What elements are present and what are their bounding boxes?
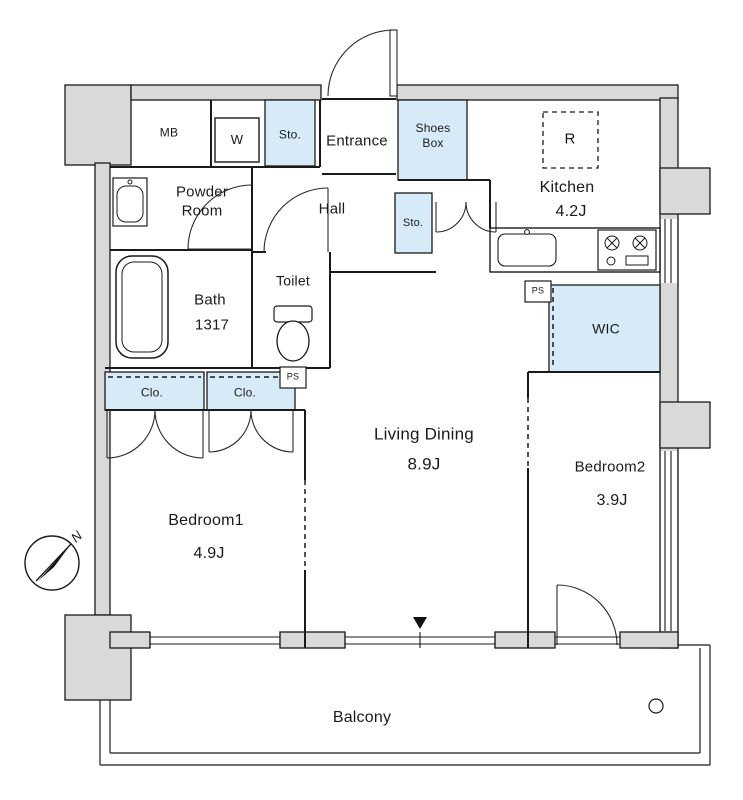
side-windows: [661, 219, 677, 631]
label-bath: Bath: [194, 291, 226, 309]
closet2-doors: [208, 409, 294, 453]
label-storage-hall: Sto.: [402, 217, 424, 230]
windows-layer: [149, 632, 620, 648]
label-closet1: Clo.: [140, 385, 164, 400]
label-storage-top: Sto.: [278, 127, 302, 142]
stove: [597, 229, 657, 271]
closet1-doors: [106, 409, 204, 459]
kitchen-counter: [489, 227, 661, 273]
label-hall: Hall: [318, 200, 346, 218]
label-bedroom2-size: 3.9J: [596, 492, 628, 509]
label-bath-size: 1317: [194, 316, 230, 334]
interior-walls: [105, 98, 660, 648]
label-washer: W: [230, 131, 244, 147]
label-toilet: Toilet: [276, 272, 310, 289]
bedroom2-balcony-door: [556, 584, 618, 646]
balcony-drain: [648, 698, 664, 714]
ps-box-kitchen: [524, 280, 552, 303]
dashed-doors: [108, 111, 599, 570]
powder-room-door: [187, 184, 253, 250]
washer-pan: [214, 117, 260, 163]
label-bedroom1-size: 4.9J: [193, 545, 225, 562]
label-living-dining: Living Dining: [374, 424, 474, 444]
doors-layer: [106, 29, 618, 646]
label-bedroom1: Bedroom1: [168, 512, 244, 529]
ps-box-hall: [279, 366, 307, 389]
label-kitchen: Kitchen: [539, 179, 595, 196]
label-balcony: Balcony: [332, 709, 392, 726]
label-ps-hall: PS: [286, 371, 300, 382]
kitchen-double-doors: [435, 201, 497, 233]
toilet-door: [263, 187, 329, 253]
kitchen-sink: [497, 233, 557, 267]
toilet-fixture: [273, 305, 313, 362]
compass-needle: [38, 544, 71, 581]
balcony-layer: [99, 644, 711, 766]
label-mb: MB: [159, 125, 179, 140]
bathtub: [115, 255, 169, 359]
label-living-size: 8.9J: [407, 454, 441, 474]
balcony-access-marker: [413, 617, 427, 629]
label-shoes-box: Shoes Box: [415, 121, 451, 150]
label-ps-kitchen: PS: [531, 285, 545, 296]
refrigerator-space: [542, 111, 599, 169]
label-wic: WIC: [592, 320, 620, 337]
label-entrance: Entrance: [326, 132, 388, 150]
label-powder-room: Powder Room: [175, 183, 229, 219]
label-bedroom2: Bedroom2: [574, 458, 646, 476]
label-kitchen-size: 4.2J: [555, 203, 587, 220]
compass: [24, 535, 80, 591]
fixtures-layer: [112, 117, 661, 389]
entrance-door: [327, 29, 398, 97]
label-closet2: Clo.: [233, 385, 257, 400]
vanity-sink: [112, 177, 148, 227]
label-refrigerator: R: [564, 130, 576, 148]
